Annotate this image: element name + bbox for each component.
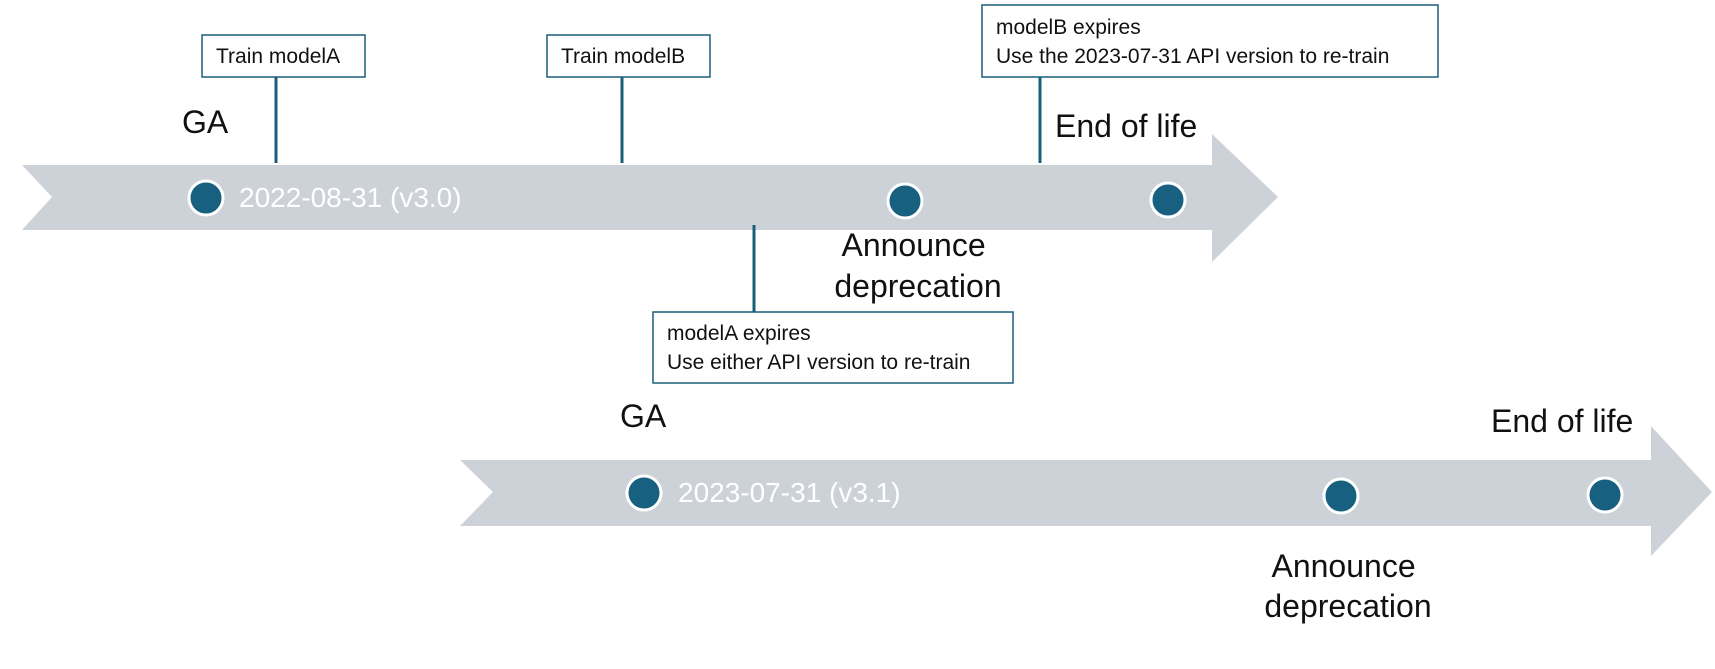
deprecation-label-v3-1-line-1: Announce (1271, 548, 1415, 584)
timeline-v3-1: 2023-07-31 (v3.1) GA End of life Announc… (460, 398, 1712, 624)
callout-train-model-a (201, 34, 366, 78)
ga-milestone-v3-1 (625, 474, 663, 512)
deprecation-label-line-2: deprecation (834, 268, 1001, 304)
callout-model-b-expires (981, 4, 1439, 78)
end-of-life-milestone-v3-1 (1586, 476, 1624, 514)
callout-model-b-expires-line-1: modelB expires (996, 16, 1141, 39)
callout-model-a-expires-line-1: modelA expires (667, 322, 811, 345)
callout-train-model-b (546, 34, 711, 78)
ga-label-v3-0: GA (182, 104, 229, 140)
timeline-arrow-v3-0 (22, 134, 1278, 262)
callout-model-a-expires-text: modelA expires Use either API version to… (667, 322, 970, 374)
deprecation-milestone-v3-0 (886, 182, 924, 220)
callout-model-b-expires-line-2: Use the 2023-07-31 API version to re-tra… (996, 45, 1389, 68)
version-label-v3-1: 2023-07-31 (v3.1) (678, 477, 901, 508)
callout-train-model-b-text: Train modelB (561, 45, 685, 68)
callout-model-b-expires-text: modelB expires Use the 2023-07-31 API ve… (996, 16, 1389, 68)
end-of-life-label-v3-0: End of life (1055, 108, 1197, 144)
deprecation-label-v3-1: Announce deprecation (1264, 548, 1431, 624)
end-of-life-label-v3-1: End of life (1491, 403, 1633, 439)
ga-label-v3-1: GA (620, 398, 667, 434)
callout-model-a-expires-line-2: Use either API version to re-train (667, 351, 970, 374)
deprecation-label-line-1: Announce (841, 227, 985, 263)
timeline-v3-0: 2022-08-31 (v3.0) GA End of life Announc… (22, 4, 1439, 384)
end-of-life-milestone-v3-0 (1149, 181, 1187, 219)
deprecation-milestone-v3-1 (1322, 477, 1360, 515)
timeline-arrow-v3-1 (460, 426, 1712, 556)
ga-milestone-v3-0 (187, 179, 225, 217)
callout-train-model-a-text: Train modelA (216, 45, 340, 68)
deprecation-label-v3-0: Announce deprecation (834, 227, 1001, 304)
callout-model-a-expires (652, 311, 1014, 384)
version-label-v3-0: 2022-08-31 (v3.0) (239, 182, 462, 213)
deprecation-label-v3-1-line-2: deprecation (1264, 588, 1431, 624)
